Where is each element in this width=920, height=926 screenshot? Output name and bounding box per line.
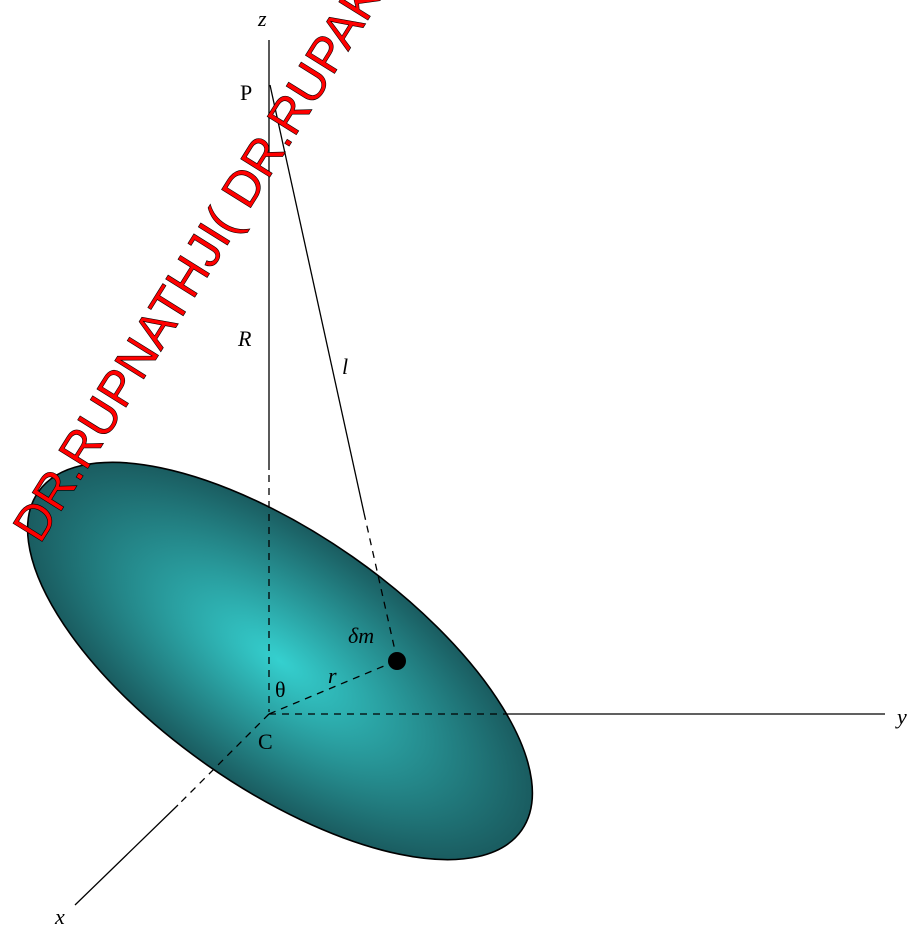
center-c-label: C [258,729,273,754]
x-axis-line [74,804,179,906]
distance-l-label: l [342,354,348,379]
angle-theta-label: θ [275,677,286,702]
distance-l-hidden-segment [363,512,397,656]
tilted-disk [26,461,534,861]
mass-element-label: δm [348,623,374,648]
y-axis-label: y [895,704,907,729]
distance-R-label: R [237,326,252,351]
watermark-text: DR.RUPNATHJI( DR.RUPAK [2,0,393,551]
z-axis-label: z [257,6,267,31]
mass-element-dot [388,652,406,670]
point-p-label: P [240,80,252,105]
x-axis-hidden-segment [177,713,270,806]
x-axis-label: x [54,904,65,926]
radius-r-label: r [328,663,337,688]
distance-l-line [269,84,365,514]
radius-r-line [268,660,397,715]
